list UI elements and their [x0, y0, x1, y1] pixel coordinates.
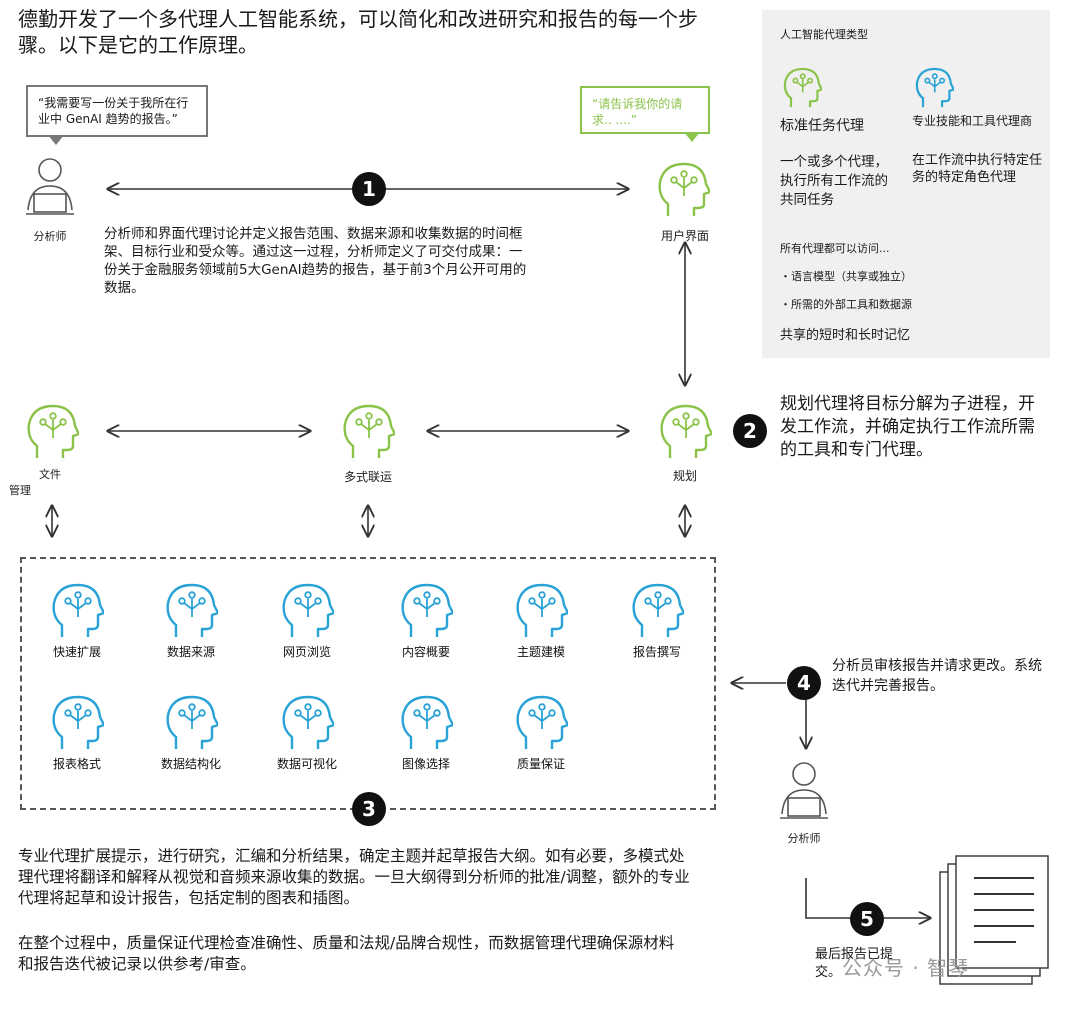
- specialist-agent-label: 图像选择: [401, 757, 450, 771]
- agent-head-icon: [401, 695, 453, 749]
- step-2-badge: 2: [733, 414, 767, 448]
- type1-title: 标准任务代理: [780, 118, 864, 134]
- bubble-tail: [684, 132, 700, 142]
- agent-head-icon: [516, 695, 568, 749]
- specialist-agent: 数据结构化: [136, 693, 246, 772]
- access-item-1: ・语言模型（共享或独立）: [780, 270, 912, 283]
- step-2-text: 规划代理将目标分解为子进程，开发工作流，并确定执行工作流所需的工具和专门代理。: [780, 394, 1035, 460]
- agent-head-icon: [282, 695, 334, 749]
- person-icon: [26, 158, 74, 215]
- specialist-agent-label: 数据结构化: [160, 757, 221, 771]
- step-1-text: 分析师和界面代理讨论并定义报告范围、数据来源和收集数据的时间框架、目标行业和受众…: [104, 226, 527, 296]
- specialist-agent-label: 数据可视化: [276, 757, 337, 771]
- ui-speech-bubble: “请告诉我你的请求.. ....”: [580, 86, 710, 134]
- agent-head-icon: [52, 583, 104, 637]
- standard-agent-head-icon: [783, 67, 822, 108]
- legend-heading: 人工智能代理类型: [780, 28, 868, 41]
- step-3-badge: 3: [352, 792, 386, 826]
- access-item-2: ・所需的外部工具和数据源: [780, 298, 912, 311]
- step-5-badge: 5: [850, 902, 884, 936]
- agent-head-icon: [282, 583, 334, 637]
- orchestration-agent-head-icon: [343, 404, 395, 458]
- arrow-step5: [805, 878, 930, 918]
- specialist-agent: 内容概要: [371, 581, 481, 660]
- type2-desc: 在工作流中执行特定任务的特定角色代理: [912, 153, 1043, 185]
- agent-head-icon: [166, 695, 218, 749]
- report-document-icon: [939, 855, 1049, 985]
- page-title: 德勤开发了一个多代理人工智能系统，可以简化和改进研究和报告的每一个步骤。以下是它…: [18, 7, 698, 57]
- step-3-text-1: 专业代理扩展提示，进行研究，汇编和分析结果，确定主题并起草报告大纲。如有必要，多…: [18, 847, 690, 907]
- specialist-agent: 数据可视化: [252, 693, 362, 772]
- file-agent-label: 文件: [39, 468, 61, 481]
- person-icon: [780, 762, 828, 819]
- specialist-agent-label: 质量保证: [516, 757, 565, 771]
- specialist-agent: 数据来源: [136, 581, 246, 660]
- specialist-agent-label: 报告撰写: [632, 645, 681, 659]
- bubble-tail: [48, 135, 64, 145]
- specialist-agent: 质量保证: [486, 693, 596, 772]
- specialist-agent: 报告撰写: [602, 581, 712, 660]
- specialist-agent-head-icon: [915, 67, 954, 108]
- agent-head-icon: [516, 583, 568, 637]
- access-item-3: 共享的短时和长时记忆: [780, 328, 911, 343]
- watermark: 公众号 · 智琴: [842, 956, 970, 980]
- type1-desc: 一个或多个代理，执行所有工作流的共同任务: [780, 154, 888, 208]
- specialist-agent: 快速扩展: [22, 581, 132, 660]
- specialist-agent: 图像选择: [371, 693, 481, 772]
- agent-head-icon: [52, 695, 104, 749]
- agent-types-legend: 人工智能代理类型 标准任务代理 专业技能和工具代理商 一个或多个代理，执行所有工…: [762, 10, 1050, 358]
- agent-head-icon: [401, 583, 453, 637]
- planning-agent-label: 规划: [672, 469, 697, 483]
- specialist-agent: 报表格式: [22, 693, 132, 772]
- ui-agent-head-icon: [658, 162, 710, 216]
- file-agent-sublabel: 管理: [9, 484, 31, 497]
- step-5-text: 最后报告已提交。: [815, 947, 894, 980]
- analyst-label: 分析师: [33, 230, 67, 243]
- specialist-agent-label: 报表格式: [52, 757, 101, 771]
- agent-head-icon: [632, 583, 684, 637]
- file-agent-head-icon: [27, 404, 79, 458]
- specialist-agent-label: 数据来源: [166, 645, 215, 659]
- specialist-agent-label: 网页浏览: [282, 645, 331, 659]
- planning-agent-head-icon: [660, 404, 712, 458]
- specialist-agent-label: 主题建模: [516, 645, 565, 659]
- agent-head-icon: [166, 583, 218, 637]
- analyst-2-label: 分析师: [787, 832, 821, 845]
- access-heading: 所有代理都可以访问...: [780, 242, 890, 255]
- specialist-agent: 网页浏览: [252, 581, 362, 660]
- specialist-agent: 主题建模: [486, 581, 596, 660]
- specialist-agent-label: 内容概要: [401, 645, 450, 659]
- orchestration-agent-label: 多式联运: [343, 470, 392, 484]
- step-4-text: 分析员审核报告并请求更改。系统迭代并完善报告。: [832, 658, 1042, 694]
- type2-title: 专业技能和工具代理商: [912, 114, 1033, 128]
- specialist-agent-label: 快速扩展: [52, 645, 101, 659]
- analyst-speech-bubble: “我需要写一份关于我所在行业中 GenAI 趋势的报告。”: [26, 85, 208, 137]
- step-4-badge: 4: [787, 666, 821, 700]
- step-1-badge: 1: [352, 172, 386, 206]
- step-3-text-2: 在整个过程中，质量保证代理检查准确性、质量和法规/品牌合规性，而数据管理代理确保…: [18, 934, 675, 973]
- ui-label: 用户界面: [660, 229, 709, 243]
